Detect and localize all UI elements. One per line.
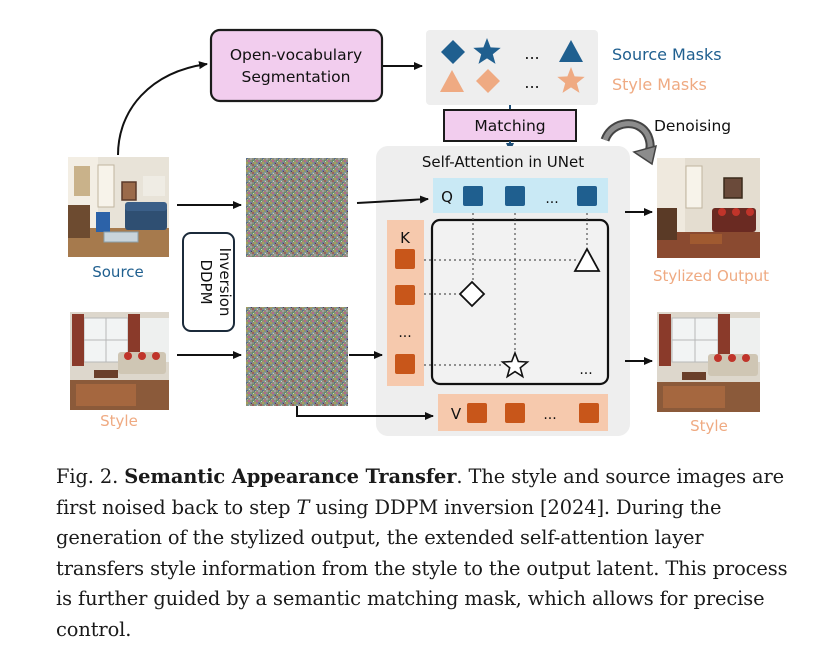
stylized-output-label: Stylized Output	[653, 267, 769, 285]
style-label-left: Style	[100, 412, 138, 430]
style-image-left	[70, 312, 169, 410]
k-token	[395, 354, 415, 374]
v-token-row: V ...	[438, 394, 608, 431]
noise-to-q-arrow	[356, 195, 429, 204]
figure-caption: Fig. 2. Semantic Appearance Transfer. Th…	[56, 462, 796, 645]
source-star-icon	[473, 38, 501, 64]
masks-panel: ... ...	[426, 30, 598, 105]
style-noise-latent	[246, 307, 348, 406]
k-token	[395, 285, 415, 305]
source-label: Source	[92, 263, 144, 281]
q-token	[463, 186, 483, 206]
source-triangle-icon	[559, 40, 583, 62]
style-triangle-icon	[440, 70, 464, 92]
source-masks-ellipsis: ...	[524, 44, 539, 63]
k-ellipsis: ...	[398, 325, 411, 341]
ddpm-label-line1: DDPM	[197, 259, 215, 304]
q-ellipsis: ...	[545, 191, 558, 207]
v-token	[505, 403, 525, 423]
style-diamond-icon	[476, 69, 500, 93]
source-noise-latent	[246, 158, 348, 257]
caption-step-symbol: T	[296, 495, 310, 519]
q-token	[505, 186, 525, 206]
matrix-triangle-icon	[573, 247, 601, 272]
caption-title: Semantic Appearance Transfer	[124, 465, 457, 488]
ddpm-label-line2: Inversion	[216, 248, 234, 317]
attention-matrix: ...	[424, 213, 610, 386]
caption-text-part2: using DDPM inversion [2024]. During the …	[56, 495, 788, 641]
denoising-arrow-icon	[600, 119, 658, 166]
q-token-row: Q ...	[433, 178, 608, 213]
k-label: K	[400, 229, 411, 247]
source-to-seg-arrow	[117, 61, 208, 156]
caption-text-part1: . The style and source images are first …	[56, 465, 785, 519]
style-masks-ellipsis: ...	[524, 73, 539, 92]
stylized-output-image	[657, 158, 760, 258]
segmentation-box: Open-vocabulary Segmentation	[209, 28, 384, 103]
k-token-column: K ...	[387, 220, 424, 386]
segmentation-label-line2: Segmentation	[242, 68, 351, 86]
matching-box: Matching	[443, 109, 577, 142]
v-label: V	[451, 405, 462, 423]
source-image	[68, 157, 169, 257]
ddpm-inversion-box: DDPM Inversion	[182, 232, 235, 332]
style-star-icon	[557, 67, 585, 93]
k-token	[395, 249, 415, 269]
style-label-right: Style	[690, 417, 728, 435]
style-masks-label: Style Masks	[612, 75, 707, 94]
q-token	[577, 186, 597, 206]
v-ellipsis: ...	[543, 407, 556, 423]
source-masks-label: Source Masks	[612, 45, 722, 64]
denoising-label: Denoising	[654, 117, 731, 135]
source-diamond-icon	[441, 40, 465, 64]
method-diagram: Open-vocabulary Segmentation ... ... Sou…	[68, 28, 769, 436]
segmentation-label-line1: Open-vocabulary	[230, 46, 362, 64]
noise-to-v-arrow	[296, 406, 434, 420]
v-token	[467, 403, 487, 423]
unet-title: Self-Attention in UNet	[422, 153, 584, 171]
q-label: Q	[441, 188, 453, 206]
style-image-right	[657, 312, 760, 412]
matrix-ellipsis: ...	[579, 362, 592, 378]
caption-prefix: Fig. 2.	[56, 465, 125, 488]
matching-label: Matching	[474, 117, 545, 135]
matrix-star-icon	[500, 350, 530, 379]
v-token	[579, 403, 599, 423]
matrix-diamond-icon	[458, 280, 486, 308]
